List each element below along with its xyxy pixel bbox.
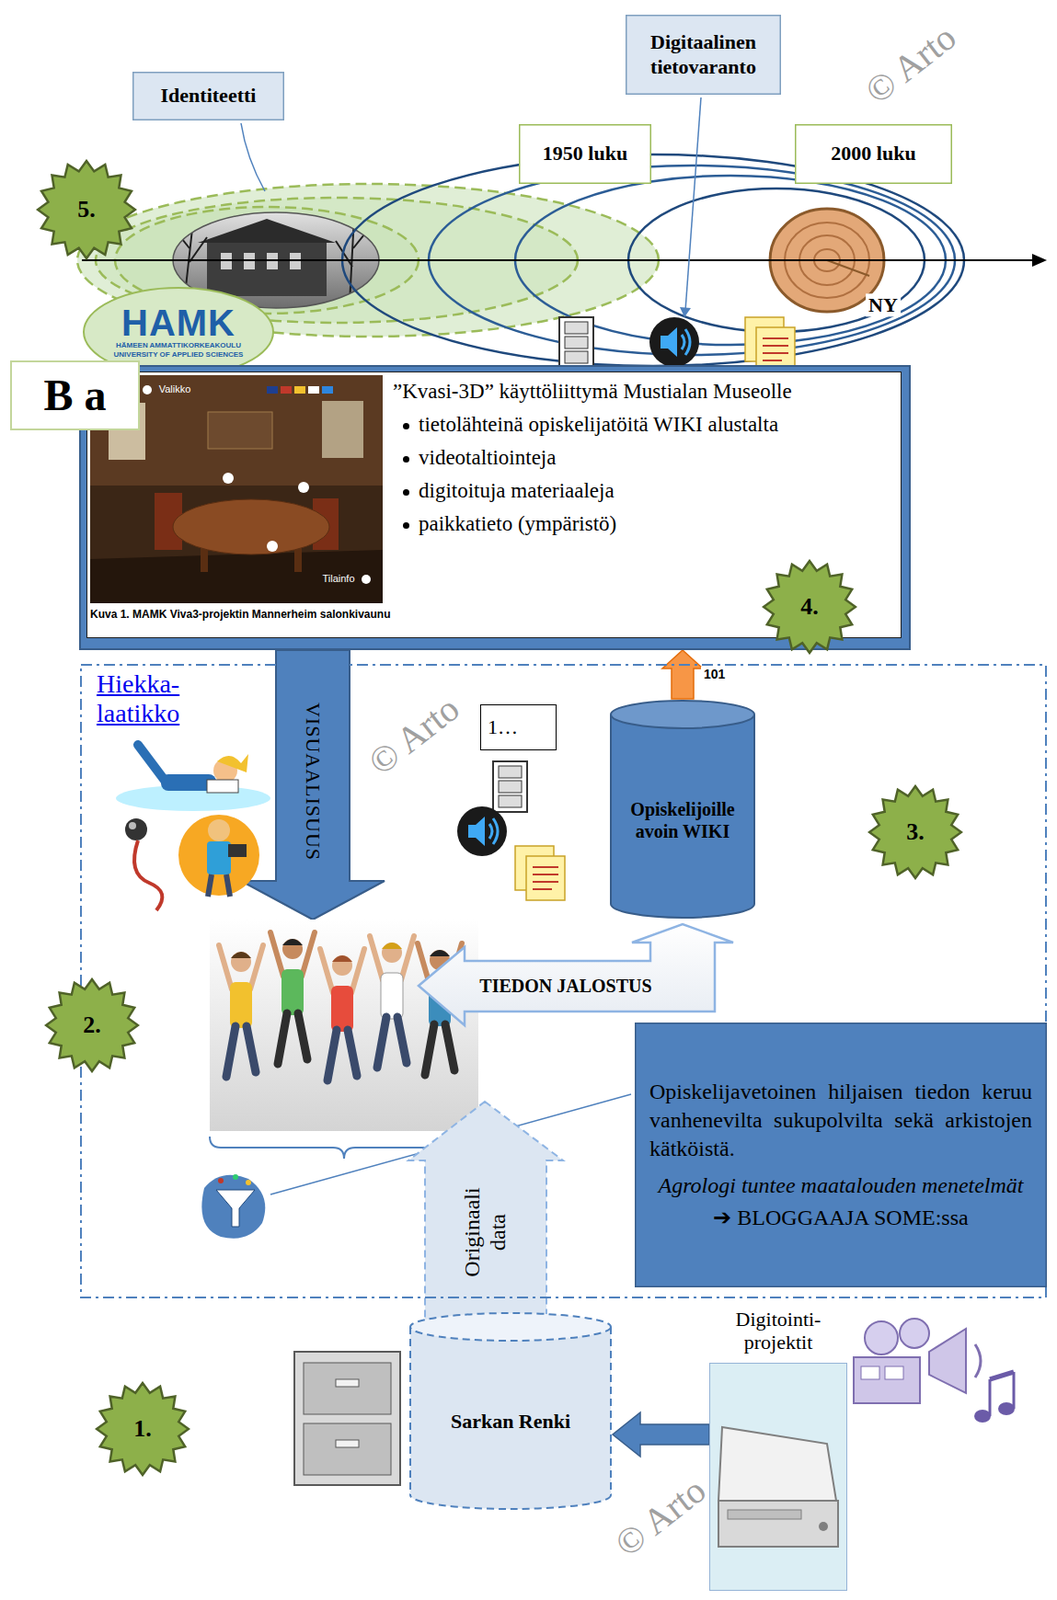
wiki-database: Opiskelijoille avoin WIKI [608, 699, 757, 920]
bullet-dot [402, 456, 410, 463]
scanner-drawing [709, 1363, 848, 1592]
node-text: paikkatieto (ympäristö) [418, 511, 861, 539]
node-text: videotaltiointeja [418, 445, 861, 472]
connector-arrow [612, 1413, 710, 1458]
label-box: Identiteetti [132, 71, 285, 121]
node-text: ➔ BLOGGAAJA SOME:ssa [649, 1204, 1033, 1233]
bullet-dot [402, 489, 410, 496]
time-marker: NY [865, 293, 901, 317]
watermark: © Arto [858, 16, 965, 112]
section-box: B a [10, 360, 140, 431]
callout-number: 2. [82, 1013, 102, 1038]
arrow-label: VISUAALISUUS [301, 702, 324, 862]
callout-number: 3. [906, 820, 925, 845]
counter-box: 1… [480, 704, 557, 751]
cylinder-top [610, 700, 755, 729]
node-text: Digitointi-projektit [711, 1308, 846, 1356]
cylinder-side [753, 714, 756, 905]
archive-database: Sarkan Renki [408, 1311, 613, 1512]
node-text: Hiekka-laatikko [96, 669, 221, 729]
node-text: Digitaalinen tietovaranto [631, 30, 776, 80]
period-box: 2000 luku [794, 124, 953, 184]
watermark: © Arto [608, 1470, 714, 1565]
star-burst [45, 979, 138, 1072]
callout-number: 1. [133, 1417, 152, 1442]
cylinder-side [609, 1327, 612, 1496]
connector-arrow [662, 650, 703, 700]
cylinder-side [609, 714, 612, 905]
period-box: 1950 luku [518, 124, 652, 184]
cylinder-side [409, 1327, 412, 1496]
node-text: HÄMEEN AMMATTIKORKEAKOULU [91, 341, 266, 351]
arrow-label: Originaali data [459, 1177, 511, 1288]
callout-number: 5. [77, 197, 96, 222]
label-box: Digitaalinen tietovaranto [625, 14, 782, 95]
cylinder-body [410, 1327, 611, 1496]
ui-label: Tilainfo [321, 573, 355, 586]
connector-label: 101 [700, 666, 728, 683]
node-text: Agrologi tuntee maatalouden menetelmät [649, 1171, 1033, 1201]
node-text: tietolähteinä opiskelijatöitä WIKI alust… [418, 412, 861, 439]
callout-star: 2. [44, 977, 140, 1074]
arrow-label: TIEDON JALOSTUS [479, 976, 652, 998]
node-text: Opiskelijoille avoin WIKI [616, 798, 749, 843]
callout-star: 5. [35, 159, 138, 261]
node-text: Sarkan Renki [415, 1410, 606, 1435]
node-text: HAMK [91, 304, 266, 342]
note-box: Opiskelijavetoinen hiljaisen tiedon keru… [634, 1022, 1047, 1288]
node-text: UNIVERSITY OF APPLIED SCIENCES [91, 350, 266, 360]
node-text: 1950 luku [524, 141, 646, 166]
star-burst [37, 160, 136, 259]
callout-number: 4. [800, 595, 819, 620]
node-text: ”Kvasi-3D” käyttöliittymä Mustialan Muse… [392, 379, 895, 406]
node-text: B a [13, 371, 137, 421]
watermark: © Arto [361, 688, 468, 783]
cylinder-top [410, 1313, 611, 1342]
node-text: Opiskelijavetoinen hiljaisen tiedon keru… [649, 1078, 1033, 1165]
star-burst [763, 561, 856, 654]
cylinder-body [610, 714, 755, 905]
callout-star: 3. [867, 784, 964, 881]
region-outline [80, 665, 1046, 1299]
ui-label: Valikko [159, 383, 192, 396]
bullet-dot [402, 423, 410, 430]
star-burst [869, 786, 962, 879]
callout-star: 4. [761, 559, 858, 655]
scanner-panel [709, 1363, 848, 1592]
bullet-dot [402, 522, 410, 529]
callout-star: 1. [94, 1381, 191, 1478]
node-text: 2000 luku [800, 141, 947, 166]
node-text: digitoituja materiaaleja [418, 478, 861, 506]
digitization-group: Digitointi-projektit [709, 1306, 848, 1592]
node-text: Kuva 1. MAMK Viva3-projektin Mannerheim … [90, 608, 606, 622]
node-text: 1… [487, 715, 552, 740]
node-text: Identiteetti [137, 83, 279, 108]
star-burst [96, 1383, 189, 1476]
